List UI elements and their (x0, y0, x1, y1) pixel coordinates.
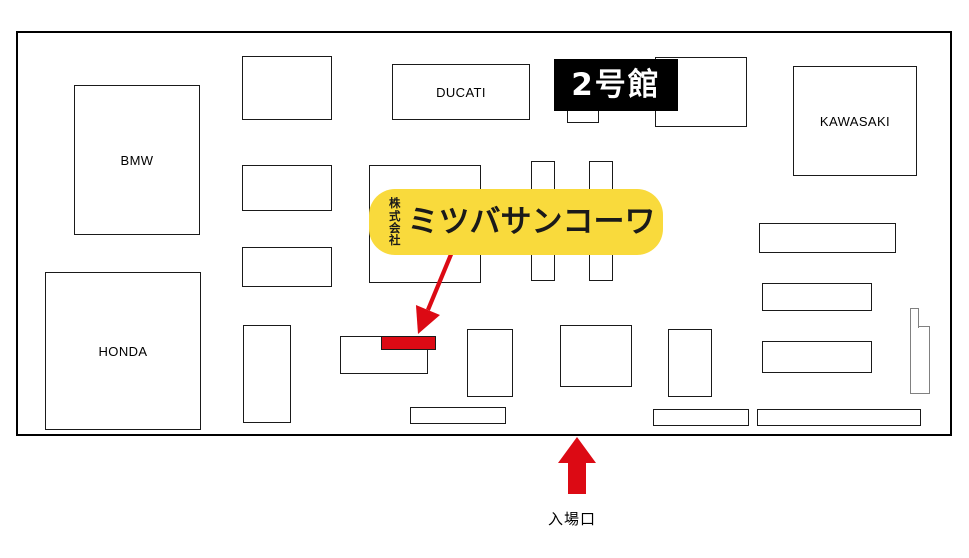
target-booth-highlight[interactable] (381, 336, 436, 350)
corridor-structure (910, 326, 930, 394)
booth-kawasaki[interactable]: KAWASAKI (793, 66, 917, 176)
booth-rect[interactable] (242, 247, 332, 287)
entrance-arrow-icon (558, 437, 596, 494)
booth-rect[interactable] (560, 325, 632, 387)
company-callout[interactable]: 株式 会社 ミツバサンコーワ (369, 189, 663, 255)
booth-label: KAWASAKI (819, 113, 891, 129)
booth-rect[interactable] (243, 325, 291, 423)
booth-label: BMW (120, 152, 154, 168)
corridor-structure-notch (910, 308, 919, 328)
booth-label: HONDA (98, 343, 148, 359)
booth-label: DUCATI (436, 84, 486, 100)
booth-honda[interactable]: HONDA (45, 272, 201, 430)
booth-rect[interactable] (759, 223, 896, 253)
company-callout-prefix: 株式 会社 (389, 196, 401, 248)
booth-rect[interactable] (668, 329, 712, 397)
booth-rect[interactable] (242, 56, 332, 120)
building-badge-label: 2号館 (571, 66, 661, 103)
booth-ducati[interactable]: DUCATI (392, 64, 530, 120)
company-callout-name: ミツバサンコーワ (407, 203, 656, 240)
booth-rect[interactable] (762, 283, 872, 311)
booth-rect[interactable] (410, 407, 506, 424)
building-badge: 2号館 (554, 59, 678, 111)
entrance-label: 入場口 (548, 510, 597, 528)
entrance-arrow-shape (558, 437, 596, 494)
booth-rect[interactable] (653, 409, 749, 426)
booth-bmw[interactable]: BMW (74, 85, 200, 235)
hall-outer-frame (16, 31, 952, 436)
booth-rect[interactable] (757, 409, 921, 426)
booth-rect[interactable] (467, 329, 513, 397)
booth-rect[interactable] (762, 341, 872, 373)
booth-rect[interactable] (242, 165, 332, 211)
